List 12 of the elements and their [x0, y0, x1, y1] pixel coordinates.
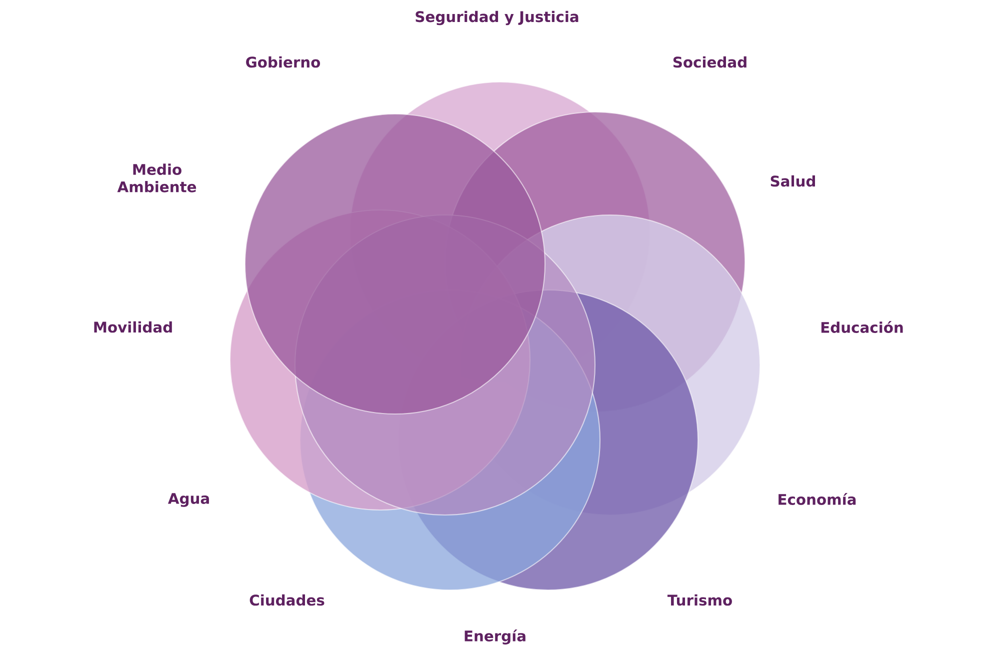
- category-label: Energía: [464, 630, 526, 644]
- category-label: Educación: [821, 321, 903, 333]
- category-label: Movilidad: [94, 321, 172, 333]
- category-label: Seguridad y Justicia: [416, 10, 578, 26]
- category-label: Sociedad: [673, 56, 746, 68]
- category-label: Ciudades: [250, 594, 324, 606]
- category-label: Turismo: [667, 594, 732, 606]
- category-label: Agua: [168, 493, 209, 507]
- category-label: Gobierno: [246, 56, 320, 68]
- category-label: Medio Ambiente: [117, 164, 196, 192]
- category-label: Economía: [778, 493, 856, 505]
- category-label: Salud: [770, 175, 815, 187]
